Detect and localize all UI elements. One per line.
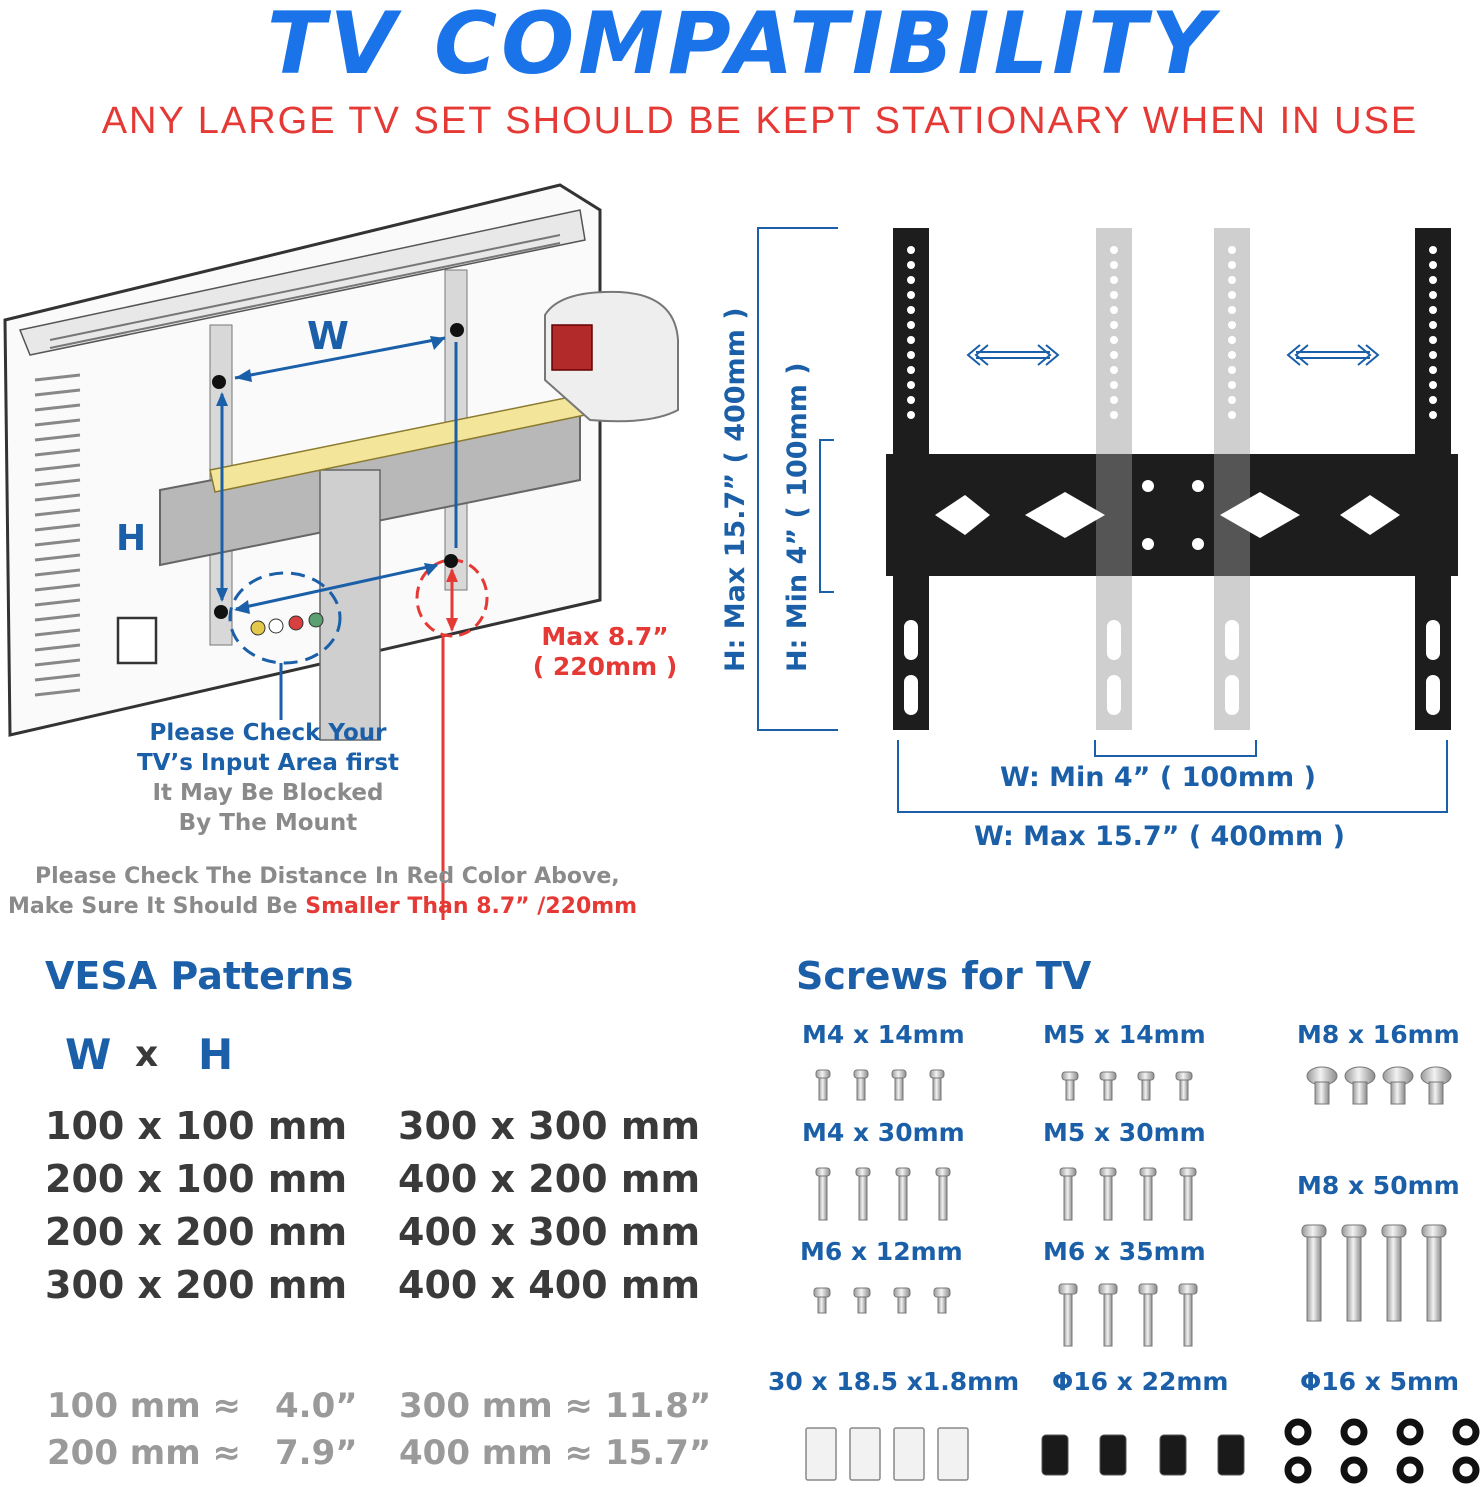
distance-note-highlight: Smaller Than 8.7” /220mm bbox=[305, 894, 638, 919]
vesa-pattern-item: 400 x 200 mm bbox=[398, 1157, 701, 1201]
width-min-label: W: Min 4” ( 100mm ) bbox=[1000, 762, 1316, 793]
washer-icon bbox=[1284, 1418, 1480, 1484]
input-note-line-3: It May Be Blocked bbox=[152, 780, 384, 806]
vesa-axis-h: H bbox=[198, 1030, 234, 1079]
page-title: TV COMPATIBILITY bbox=[266, 0, 1218, 94]
page-subtitle: ANY LARGE TV SET SHOULD BE KEPT STATIONA… bbox=[101, 100, 1419, 142]
conversion-mm: 400 mm ≈ bbox=[399, 1433, 593, 1473]
screw-label: Φ16 x 22mm bbox=[1052, 1367, 1229, 1396]
screw-label: Φ16 x 5mm bbox=[1300, 1367, 1460, 1396]
screw-label: M8 x 16mm bbox=[1297, 1020, 1460, 1049]
conversion-inch: 4.0” bbox=[275, 1386, 358, 1426]
distance-note: Please Check The Distance In Red Color A… bbox=[0, 862, 680, 922]
height-max-label: H: Max 15.7” ( 400mm ) bbox=[720, 307, 751, 672]
short-screw-icon bbox=[1061, 1071, 1193, 1101]
screw-label: 30 x 18.5 x1.8mm bbox=[768, 1367, 1020, 1396]
input-note-line-1: Please Check Your bbox=[149, 720, 387, 746]
medium-screw-icon bbox=[1058, 1283, 1198, 1347]
max-distance-mm: ( 220mm ) bbox=[532, 652, 678, 681]
input-note-line-4: By The Mount bbox=[178, 810, 358, 836]
conversion-mm: 200 mm ≈ bbox=[47, 1433, 241, 1473]
screw-label: M4 x 14mm bbox=[802, 1020, 965, 1049]
conversion-inch: 11.8” bbox=[605, 1386, 712, 1426]
vesa-pattern-item: 200 x 100 mm bbox=[45, 1157, 348, 1201]
screw-label: M6 x 12mm bbox=[800, 1237, 963, 1266]
height-min-label: H: Min 4” ( 100mm ) bbox=[782, 362, 813, 672]
screw-label: M4 x 30mm bbox=[802, 1118, 965, 1147]
input-area-note: Please Check Your TV’s Input Area first … bbox=[118, 718, 418, 838]
conversion-mm: 300 mm ≈ bbox=[399, 1386, 593, 1426]
vesa-axis-x: x bbox=[135, 1034, 159, 1075]
screws-heading: Screws for TV bbox=[796, 954, 1092, 998]
distance-note-line-2: Make Sure It Should Be bbox=[8, 894, 306, 919]
vesa-axis-w: W bbox=[65, 1030, 112, 1079]
conversion-inch: 7.9” bbox=[275, 1433, 358, 1473]
screw-illustrations bbox=[805, 1066, 1480, 1484]
spacer-plate-icon bbox=[805, 1427, 969, 1481]
spacer-tube-icon bbox=[1041, 1434, 1245, 1476]
input-note-line-2: TV’s Input Area first bbox=[136, 750, 400, 776]
screw-label: M5 x 14mm bbox=[1043, 1020, 1206, 1049]
conversion-inch: 15.7” bbox=[605, 1433, 712, 1473]
max-distance-inch: Max 8.7” bbox=[541, 622, 669, 651]
medium-screw-icon bbox=[815, 1167, 951, 1221]
mount-illustration bbox=[757, 227, 1458, 813]
conversion-mm: 100 mm ≈ bbox=[47, 1386, 241, 1426]
screw-label: M6 x 35mm bbox=[1043, 1237, 1206, 1266]
short-screw-icon bbox=[815, 1069, 945, 1101]
vesa-pattern-item: 100 x 100 mm bbox=[45, 1104, 348, 1148]
max-distance-label: Max 8.7” ( 220mm ) bbox=[525, 622, 685, 682]
wide-screw-icon bbox=[1306, 1066, 1452, 1105]
vesa-heading: VESA Patterns bbox=[45, 954, 354, 998]
screw-label: M5 x 30mm bbox=[1043, 1118, 1206, 1147]
distance-note-line-1: Please Check The Distance In Red Color A… bbox=[35, 864, 620, 889]
vesa-pattern-item: 400 x 400 mm bbox=[398, 1263, 701, 1307]
long-screw-icon bbox=[1301, 1224, 1447, 1322]
tv-width-label: W bbox=[307, 314, 349, 358]
vesa-pattern-item: 200 x 200 mm bbox=[45, 1210, 348, 1254]
width-max-label: W: Max 15.7” ( 400mm ) bbox=[974, 821, 1345, 852]
tv-height-label: H bbox=[116, 518, 147, 559]
tv-back-illustration bbox=[3, 183, 679, 920]
medium-screw-icon bbox=[1059, 1167, 1197, 1221]
vesa-pattern-item: 400 x 300 mm bbox=[398, 1210, 701, 1254]
screw-label: M8 x 50mm bbox=[1297, 1171, 1460, 1200]
vesa-pattern-item: 300 x 300 mm bbox=[398, 1104, 701, 1148]
vesa-pattern-item: 300 x 200 mm bbox=[45, 1263, 348, 1307]
short-screw-icon bbox=[813, 1287, 951, 1314]
